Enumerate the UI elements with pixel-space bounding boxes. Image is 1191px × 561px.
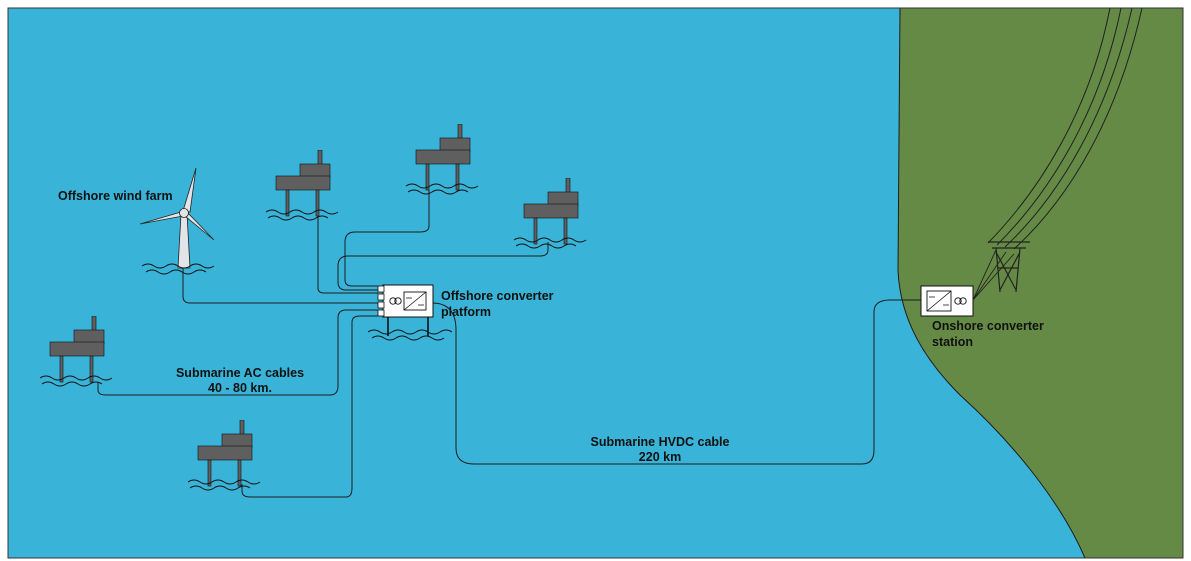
- ac-cables: [97, 190, 549, 498]
- offshore-converter-platform: [367, 284, 453, 341]
- label-offshore-wind-farm: Offshore wind farm: [58, 189, 173, 203]
- label-hvdc-cable: Submarine HVDC cable: [591, 435, 730, 449]
- wind-turbine: [139, 167, 215, 275]
- label-hvdc-cable-length: 220 km: [639, 450, 681, 464]
- frame-border: [7, 7, 1184, 559]
- land-area: [897, 7, 1184, 559]
- label-ac-cables: Submarine AC cables: [176, 366, 304, 380]
- label-ac-cables-length: 40 - 80 km.: [208, 381, 272, 395]
- label-offshore-converter: Offshore converter: [441, 289, 554, 303]
- label-offshore-converter-platform: platform: [441, 305, 491, 319]
- label-onshore-converter: Onshore converter: [932, 319, 1044, 333]
- label-onshore-converter-station: station: [932, 335, 973, 349]
- transmission-line: [987, 7, 1143, 250]
- hvdc-cable: [431, 299, 921, 465]
- onshore-converter-station: [920, 249, 1015, 317]
- transmission-tower: [988, 241, 1030, 293]
